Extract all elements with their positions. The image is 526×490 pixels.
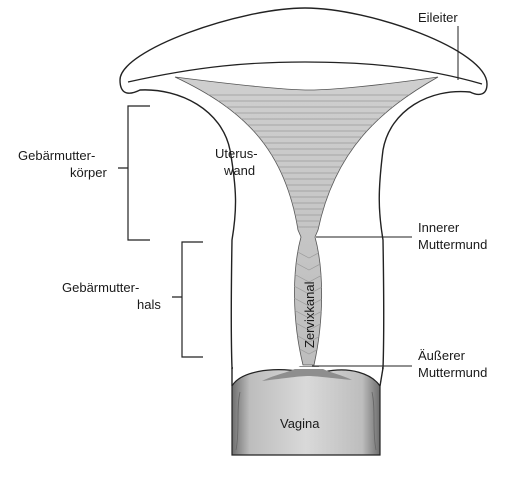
fallopian-tube-line	[127, 61, 483, 85]
label-gebaermutterhals-line1: Gebärmutter-	[62, 280, 139, 295]
bracket-cervix	[172, 241, 203, 358]
vagina-shape	[231, 366, 381, 456]
label-aeusserer-muttermund-line1: Äußerer	[418, 348, 466, 363]
label-gebaermutterkoerper-line2: körper	[70, 165, 108, 180]
label-gebaermutterhals-line2: hals	[137, 297, 161, 312]
label-zervixkanal: Zervixkanal	[302, 281, 317, 348]
label-innerer-muttermund-line1: Innerer	[418, 220, 460, 235]
label-gebaermutterkoerper-line1: Gebärmutter-	[18, 148, 95, 163]
label-innerer-muttermund-line2: Muttermund	[418, 237, 487, 252]
label-vagina: Vagina	[280, 416, 320, 431]
label-uteruswand-line1: Uterus-	[215, 146, 258, 161]
bracket-uterus-body	[118, 105, 150, 241]
label-eileiter: Eileiter	[418, 10, 458, 25]
label-aeusserer-muttermund-line2: Muttermund	[418, 365, 487, 380]
label-uteruswand-line2: wand	[223, 163, 255, 178]
